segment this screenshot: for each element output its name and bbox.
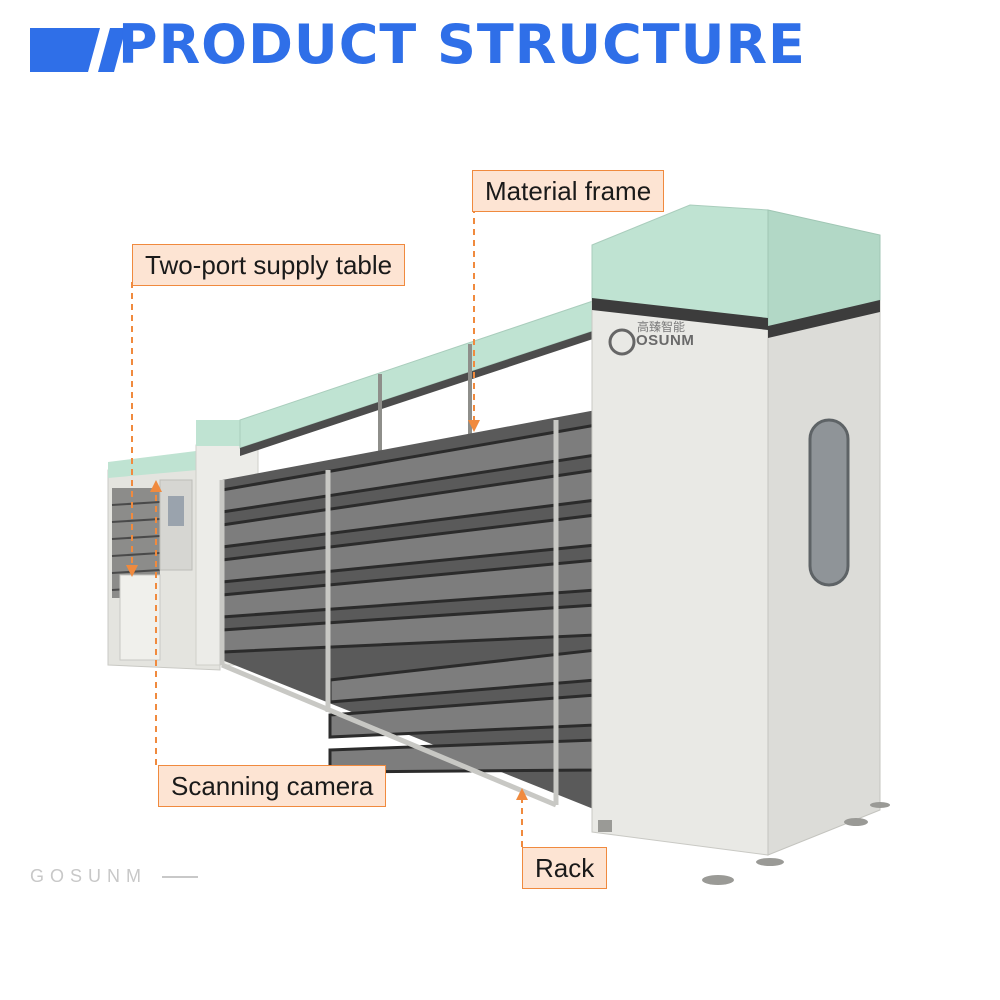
label-material-frame: Material frame xyxy=(472,170,665,212)
brand-watermark: GOSUNM xyxy=(30,866,147,886)
watermark-line xyxy=(162,876,198,878)
title-accent-bars xyxy=(30,28,126,72)
brand-logo-chinese: 高臻智能 xyxy=(637,320,686,334)
brand-logo-text: OSUNM xyxy=(636,332,695,349)
main-cabinet xyxy=(591,204,890,885)
page-title: PRODUCT STRUCTURE xyxy=(118,13,806,76)
label-supply-table: Two-port supply table xyxy=(132,244,406,286)
label-scanning-camera: Scanning camera xyxy=(158,765,387,807)
leader-arrows xyxy=(126,420,528,800)
rack xyxy=(219,410,598,810)
leader-lines xyxy=(131,207,523,847)
label-rack: Rack xyxy=(522,847,608,889)
